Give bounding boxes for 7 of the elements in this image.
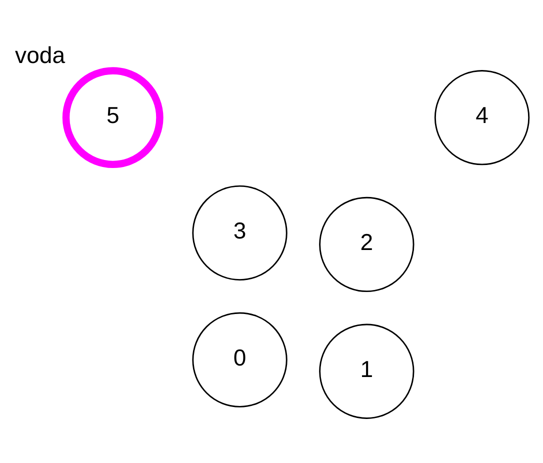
node-circle: 3 (192, 185, 288, 281)
node-label: voda (15, 42, 66, 68)
node-circle: 4 (434, 70, 530, 166)
node-circle: 2 (319, 196, 414, 292)
node-circle: 0 (192, 312, 288, 408)
node-circle: 5 (62, 67, 164, 168)
node-circle: 1 (319, 324, 414, 419)
